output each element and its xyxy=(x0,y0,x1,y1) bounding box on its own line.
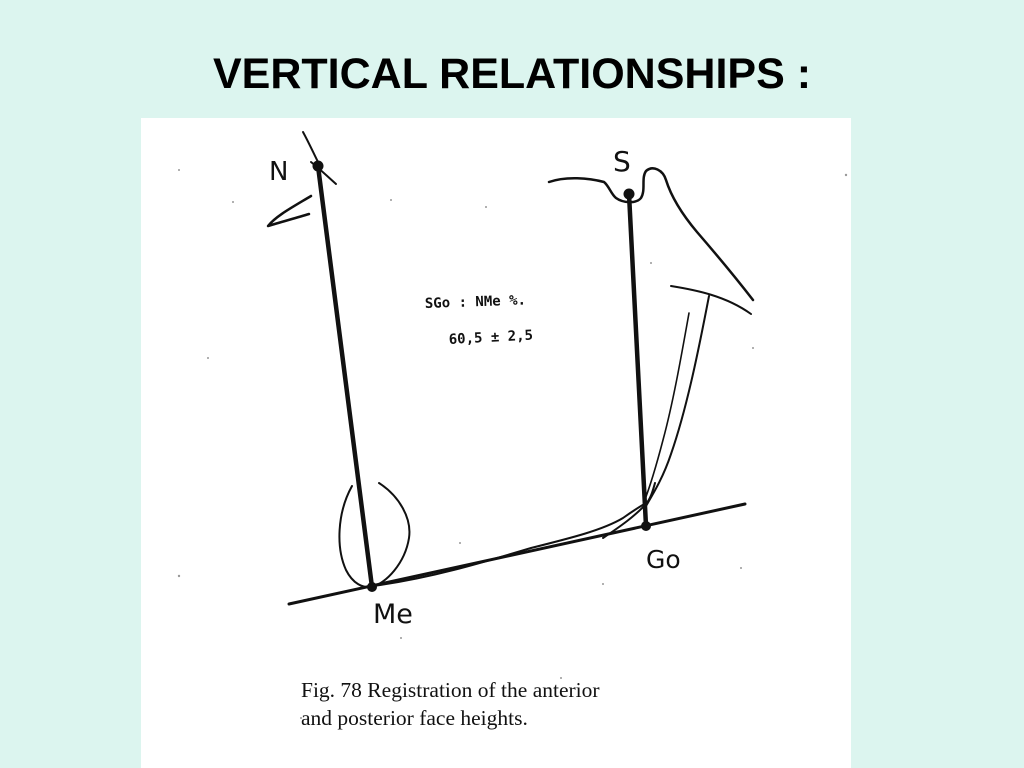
label-sella: S xyxy=(613,145,631,178)
nasal-bone-sketch xyxy=(266,194,313,228)
nasion-point xyxy=(312,160,324,172)
figure-caption: Fig. 78 Registration of the anterior and… xyxy=(301,676,821,732)
ramus-inner-outline xyxy=(643,312,690,503)
label-menton: Me xyxy=(373,599,413,630)
gonion-point xyxy=(641,521,651,531)
anterior-face-height-line xyxy=(315,163,375,590)
frontal-profile-stroke xyxy=(302,131,319,163)
ratio-note-line2: 60,5 ± 2,5 xyxy=(448,328,533,348)
sella-turcica-outline xyxy=(547,167,755,302)
mandibular-plane-line xyxy=(287,502,747,606)
caption-line-1: Fig. 78 Registration of the anterior xyxy=(301,678,600,702)
posterior-face-height-line xyxy=(626,191,649,529)
slide-title: VERTICAL RELATIONSHIPS : xyxy=(212,50,812,98)
ratio-note-line1: SGo : NMe %. xyxy=(425,292,527,312)
cranial-base-line xyxy=(670,285,752,315)
label-nasion: N xyxy=(269,157,288,187)
sella-point xyxy=(623,188,635,200)
caption-line-2: and posterior face heights. xyxy=(301,706,528,730)
mandible-lower-border xyxy=(372,502,647,587)
label-gonion: Go xyxy=(646,545,681,574)
ramus-outline xyxy=(645,295,710,507)
scan-speckles xyxy=(177,169,848,719)
symphysis-outline xyxy=(338,482,411,589)
figure-panel: N S Me Go SGo : NMe %. 60,5 ± 2,5 Fig. 7… xyxy=(141,118,851,768)
cephalometric-diagram: N S Me Go SGo : NMe %. 60,5 ± 2,5 xyxy=(177,131,848,719)
